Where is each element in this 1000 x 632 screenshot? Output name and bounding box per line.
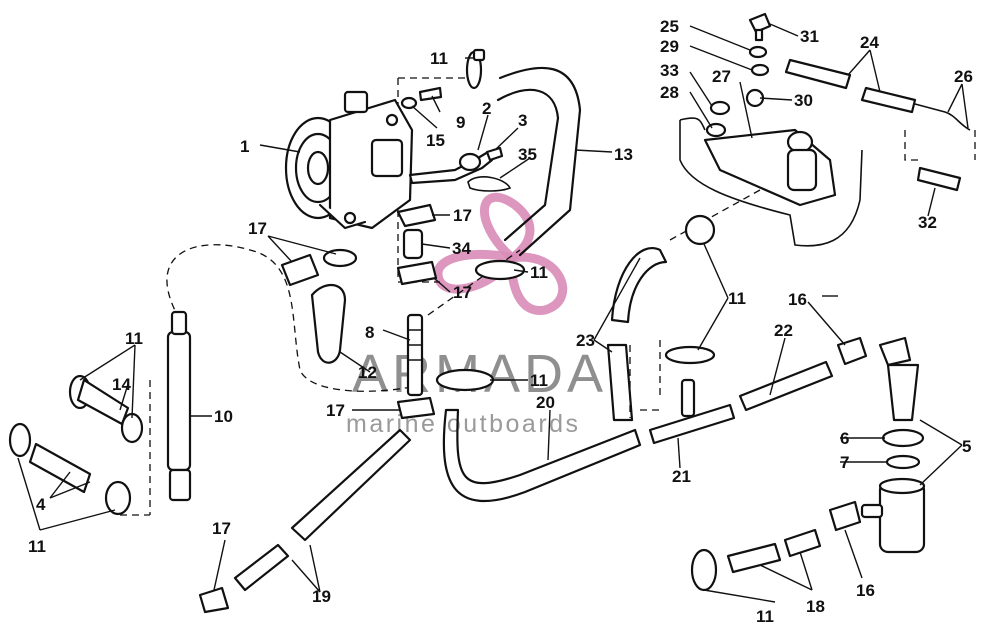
propeller-logo-icon [433, 192, 568, 315]
callout-24: 24 [860, 33, 879, 52]
callout-14: 14 [112, 375, 131, 394]
callout-16-upper: 16 [788, 290, 807, 309]
hose-clamp-lower [435, 368, 495, 392]
tee-fitting [648, 378, 736, 445]
callout-32: 32 [918, 213, 937, 232]
callout-27: 27 [712, 67, 731, 86]
callout-11-bottom-left: 11 [28, 537, 46, 556]
hose-20 [442, 408, 642, 503]
callout-5: 5 [962, 437, 971, 456]
hose-clamp-mid [474, 259, 526, 281]
callout-17-e: 17 [212, 519, 231, 538]
callout-12: 12 [358, 363, 377, 382]
filter-assembly-5 [860, 336, 926, 554]
callout-8: 8 [365, 323, 374, 342]
callout-16-lower: 16 [856, 581, 875, 600]
callout-30: 30 [794, 91, 813, 110]
callout-21: 21 [672, 467, 691, 486]
callout-11-top: 11 [430, 49, 448, 68]
callout-29: 29 [660, 37, 679, 56]
callout-2: 2 [482, 99, 491, 118]
hose-clamp-icon [465, 48, 486, 90]
leader-lines [17, 23, 969, 603]
callout-15: 15 [426, 131, 445, 150]
callout-22: 22 [774, 321, 793, 340]
clamps-and-fittings [396, 203, 438, 420]
callout-17-c: 17 [453, 283, 472, 302]
callout-9: 9 [456, 113, 465, 132]
hose-22 [738, 360, 834, 412]
hose-12 [280, 248, 358, 364]
callout-1: 1 [240, 137, 249, 156]
callout-31: 31 [800, 27, 819, 46]
callout-35: 35 [518, 145, 537, 164]
callout-34: 34 [452, 239, 471, 258]
callout-13: 13 [614, 145, 633, 164]
callout-11-left: 11 [125, 329, 143, 348]
left-fittings [8, 374, 144, 516]
callout-4: 4 [36, 495, 46, 514]
callout-17-b: 17 [248, 219, 267, 238]
callout-17-a: 17 [453, 206, 472, 225]
hose-19 [198, 428, 412, 614]
bracket-assembly [679, 88, 863, 247]
watermark: ARMADA marine outboards [346, 192, 603, 438]
hose-13 [498, 66, 582, 257]
callout-28: 28 [660, 83, 679, 102]
callout-25: 25 [660, 17, 679, 36]
wiring-parts [748, 12, 971, 192]
watermark-tagline: marine outboards [346, 410, 581, 438]
fuel-pump-icon [284, 90, 414, 230]
callout-11-right: 11 [728, 289, 746, 308]
hose-18 [690, 528, 822, 592]
callout-11-bottom-right: 11 [756, 607, 774, 626]
callout-3: 3 [518, 111, 527, 130]
callout-33: 33 [660, 61, 679, 80]
clamp-16-lower [828, 500, 862, 532]
callout-11-mid: 11 [530, 263, 548, 282]
callout-6: 6 [840, 429, 849, 448]
callout-26: 26 [954, 67, 973, 86]
hose-23-upper [610, 247, 668, 324]
callout-17-d: 17 [326, 401, 345, 420]
callout-20: 20 [536, 393, 555, 412]
callout-10: 10 [214, 407, 233, 426]
callout-23: 23 [576, 331, 595, 350]
callouts: 1 2 3 4 5 6 7 8 9 10 11 11 11 11 11 11 1… [28, 17, 973, 626]
callout-19: 19 [312, 587, 331, 606]
callout-18: 18 [806, 597, 825, 616]
callout-7: 7 [840, 453, 849, 472]
fuel-filter-icon [166, 310, 192, 502]
pump-hardware [400, 86, 512, 192]
hose-23-lower [606, 343, 634, 422]
callout-11-lower: 11 [530, 371, 548, 390]
